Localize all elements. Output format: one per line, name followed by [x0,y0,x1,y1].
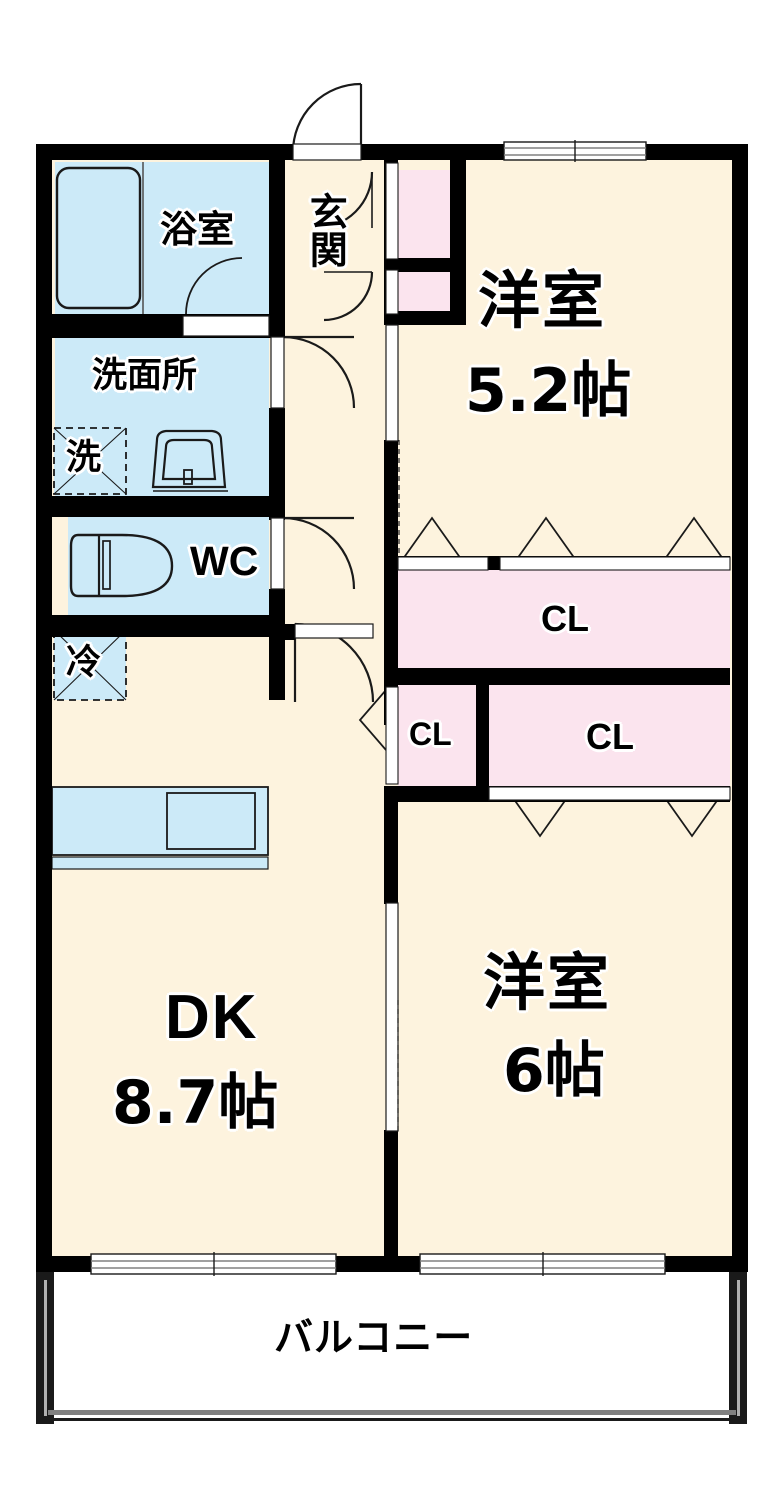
label-dining-kitchen: DK [165,983,259,1052]
entrance-inner-door-arc-2 [323,271,374,322]
bedroom-north-door[interactable] [385,324,399,442]
wall-toilet-bottom [44,615,285,637]
toilet-lever [102,540,111,590]
balcony-post-left [44,1280,47,1416]
dk-bedroom-door[interactable] [385,902,399,1132]
wall-bath-hall [269,152,285,322]
label-refrigerator-slot: 冷 [66,643,102,683]
washroom-door-opening[interactable] [270,336,285,409]
wall-right [732,144,748,1272]
chevron-2 [511,516,581,567]
wall-hall-closet [384,556,398,686]
label-bathroom: 浴室 [160,208,234,251]
shoe-box-lower-fill [396,270,450,315]
closet-north-fill [398,568,730,668]
appliance-slot-boxes [53,427,127,701]
chevron-6 [358,689,387,751]
label-entrance: 玄関 [303,192,348,268]
balcony-rail-bottom [48,1418,736,1421]
washing-machine-slot-x2 [53,427,127,495]
balcony-post-right [737,1280,740,1416]
wall-left [36,144,52,1272]
closet-north-door-b[interactable] [499,556,731,571]
balcony-rail-top [48,1410,736,1415]
entrance-sliding-b[interactable] [385,269,399,315]
closet-small-door[interactable] [385,686,399,785]
wall-dk-bedroom-lower [384,1130,398,1272]
wall-shoebox-right [450,160,466,325]
toilet-door-arc [282,516,356,590]
bathroom-door-opening[interactable] [182,315,270,337]
wall-hall-bedroom-n [384,440,398,568]
wall-washroom-hall [269,408,285,520]
washroom-door-arc [282,335,356,409]
label-bedroom-north-area: 5.2帖 [465,356,632,426]
wall-hall-lower [269,640,285,700]
label-toilet: WC [190,538,259,584]
sink [166,792,256,850]
wall-closet-n-bottom [384,668,730,685]
counter-front-edge [51,856,269,870]
closet-small-fill [398,685,476,786]
wall-shoebox-bottom [384,311,466,325]
chevron-3 [659,516,729,567]
hall-door-opening[interactable] [294,623,374,639]
door-swings [185,82,375,703]
faucet-icon [183,469,193,485]
label-washing-machine-slot: 洗 [66,438,102,478]
openings [90,140,731,1276]
entrance-inner-door-arc [315,171,374,230]
wall-dk-bedroom-upper [384,786,398,904]
toilet-door-opening[interactable] [270,517,285,590]
wash-basin-counter [151,429,227,489]
entrance-sliding-a[interactable] [385,162,399,260]
wall-washroom-bottom [44,496,285,517]
label-bedroom-south: 洋室 [483,946,612,1019]
label-closet-north: CL [541,598,589,639]
refrigerator-slot-x2 [53,629,127,701]
fixtures [51,162,269,870]
toilet-bowl [69,533,174,598]
wall-shoebox-divider [384,258,454,272]
closet-north-door-a[interactable] [397,556,489,571]
chevron-4 [505,787,575,838]
chevron-5 [657,787,727,838]
closet-door-chevrons [358,516,729,838]
label-bedroom-south-area: 6帖 [503,1036,605,1106]
balcony-structure [36,1272,747,1424]
wash-basin-bowl [161,438,217,481]
closet-south-fill [489,685,730,786]
washing-machine-slot-box [53,427,127,495]
label-balcony: バルコニー [274,1316,474,1361]
label-bedroom-north: 洋室 [478,264,607,337]
label-closet-south: CL [586,716,634,757]
label-closet-small: CL [409,716,452,752]
chevron-1 [397,516,467,567]
closet-south-door[interactable] [488,786,731,801]
bathtub [55,166,142,310]
bathroom-door-arc [185,257,243,315]
toilet-floor [68,517,269,615]
wall-closet-divider [476,685,489,786]
label-dining-kitchen-area: 8.7帖 [112,1068,279,1138]
entrance-door-arc [291,82,362,153]
shoe-box-upper-fill [396,170,450,258]
entrance-door-opening[interactable] [292,143,362,161]
label-washroom: 洗面所 [92,356,198,396]
